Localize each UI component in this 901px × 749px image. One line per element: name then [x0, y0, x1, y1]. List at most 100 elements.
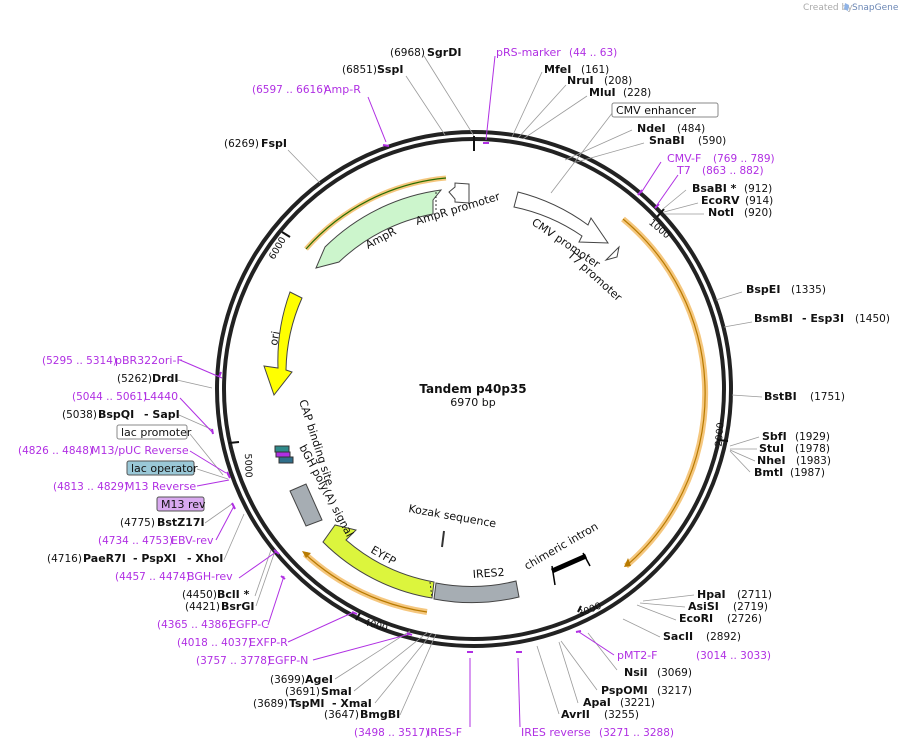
pos-mlui: (228) [623, 87, 651, 99]
pos-asisi: (2719) [733, 601, 768, 613]
pos-nrui: (208) [604, 75, 632, 87]
enzyme-pspxi: - PspXI [133, 552, 176, 565]
enzyme-bsmbi: BsmBI [754, 312, 793, 325]
primer-ires-f-range: (3498 .. 3517) [354, 727, 429, 739]
enzyme-asisi: AsiSI [688, 600, 719, 613]
primer-m13puc-reverse-range: (4826 .. 4848) [18, 445, 93, 457]
enzyme-xmai: - XmaI [332, 697, 372, 710]
ires2-box [433, 580, 520, 604]
pos-sspi: (6851) [342, 64, 377, 76]
enzyme-ecori: EcoRI [679, 612, 713, 625]
primer-prs-marker-range: (44 .. 63) [569, 47, 617, 59]
primer-egfp-n: EGFP-N [268, 654, 308, 667]
label-kozak: Kozak sequence [407, 502, 497, 530]
box-lac-operator [126, 460, 195, 476]
primer-exfp-r-range: (4018 .. 4037) [177, 637, 252, 649]
snapgene-logo-icon [844, 3, 849, 11]
primer-ires-f: IRES-F [427, 726, 462, 739]
enzyme-bstbi: BstBI [764, 390, 797, 403]
pos-pspomi: (3217) [657, 685, 692, 697]
box-cmv-enhancer [611, 102, 719, 118]
enzyme-bstz17i: BstZ17I [157, 516, 205, 529]
primer-ires-reverse-range: (3271 .. 3288) [599, 727, 674, 739]
box-m13-rev [156, 496, 205, 512]
pos-stui: (1978) [795, 443, 830, 455]
enzyme-sbfi: SbfI [762, 430, 787, 443]
enzyme-sspi: SspI [377, 63, 403, 76]
chimeric-intron-bar [550, 553, 588, 574]
enzyme-fspi: FspI [261, 137, 287, 150]
pos-hpai: (2711) [737, 589, 772, 601]
label-cmv-enhancer: CMV enhancer [616, 104, 696, 117]
primer-egfp-c-range: (4365 .. 4386) [157, 619, 232, 631]
orf-arc-2-head [302, 551, 311, 558]
primer-t7: T7 [676, 164, 691, 177]
tick-6000: 6000 [267, 235, 289, 261]
pos-snabi: (590) [698, 135, 726, 147]
chimeric-intron-tick-1 [551, 565, 556, 586]
enzyme-tspmi: TspMI [289, 697, 325, 710]
primer-amp-r-range: (6597 .. 6616) [252, 84, 327, 96]
enzyme-sgrdi: SgrDI [427, 46, 461, 59]
eyfp-arrow [322, 524, 435, 599]
label-lac-promoter: lac promoter [121, 426, 192, 439]
pos-bmgbi: (3647) [324, 709, 359, 721]
primer-leaders [179, 55, 679, 728]
pos-ecori: (2726) [727, 613, 762, 625]
pos-paer7i: (4716) [47, 553, 82, 565]
pos-bspqi: (5038) [62, 409, 97, 421]
enzyme-bsrgi: BsrGI [221, 600, 254, 613]
orf-arc-1-head [624, 558, 631, 567]
lac-site-box-2 [278, 456, 294, 464]
orf-arc-2-line [304, 553, 428, 613]
primer-pbr322ori-f: pBR322ori-F [115, 354, 183, 367]
enzyme-avrii: AvrII [561, 708, 590, 721]
primer-ebv-rev-range: (4734 .. 4753) [98, 535, 173, 547]
enzyme-agei: AgeI [305, 673, 333, 686]
primer-bgh-rev: BGH-rev [187, 570, 233, 583]
orf-arc-1-line [622, 218, 706, 567]
enzyme-paer7i: PaeR7I [83, 552, 126, 565]
enzyme-stui: StuI [759, 442, 784, 455]
bgh-polya-box [289, 483, 323, 527]
enzyme-pspomi: PspOMI [601, 684, 648, 697]
pos-bstbi: (1751) [810, 391, 845, 403]
pos-bcli: (4450) [182, 589, 217, 601]
enzyme-sacii: SacII [663, 630, 693, 643]
ampr-promoter-arrow [448, 182, 470, 204]
pos-sacii: (2892) [706, 631, 741, 643]
enzyme-noti: NotI [708, 206, 734, 219]
pos-bstz17i: (4775) [120, 517, 155, 529]
primer-pmt2-f-range: (3014 .. 3033) [696, 650, 771, 662]
t7-promoter-arrow [604, 245, 620, 261]
leader-lines [176, 55, 763, 716]
primer-l4440-range: (5044 .. 5061) [72, 391, 147, 403]
primer-m13puc-reverse: M13/pUC Reverse [91, 444, 189, 457]
enzyme-mfei: MfeI [544, 63, 571, 76]
kozak-mark [441, 530, 445, 548]
ori-arrow [263, 291, 303, 397]
pos-sbfi: (1929) [795, 431, 830, 443]
enzyme-sapi: - SapI [144, 408, 180, 421]
label-m13-rev: M13 rev [161, 498, 206, 511]
pos-bmti: (1987) [790, 467, 825, 479]
primer-amp-r: Amp-R [324, 83, 361, 96]
primer-bgh-rev-range: (4457 .. 4474) [115, 571, 190, 583]
pos-bspei: (1335) [791, 284, 826, 296]
plasmid-length: 6970 bp [450, 396, 495, 409]
enzyme-bspqi: BspQI [98, 408, 134, 421]
primer-m13-reverse: M13 Reverse [125, 480, 196, 493]
label-ires2: IRES2 [472, 566, 505, 581]
enzyme-esp3i: - Esp3I [802, 312, 844, 325]
enzyme-ecorv: EcoRV [701, 194, 740, 207]
primer-l4440: L4440 [144, 390, 178, 403]
enzyme-bmgbi: BmgBI [360, 708, 400, 721]
enzyme-xhoi: - XhoI [187, 552, 223, 565]
lac-site-box [275, 451, 291, 458]
primer-cmv-f-range: (769 .. 789) [713, 153, 775, 165]
primer-egfp-n-range: (3757 .. 3778) [196, 655, 271, 667]
primer-m13-reverse-range: (4813 .. 4829) [53, 481, 128, 493]
credit-prefix: Created by [803, 3, 853, 13]
box-lac-promoter [116, 424, 188, 440]
